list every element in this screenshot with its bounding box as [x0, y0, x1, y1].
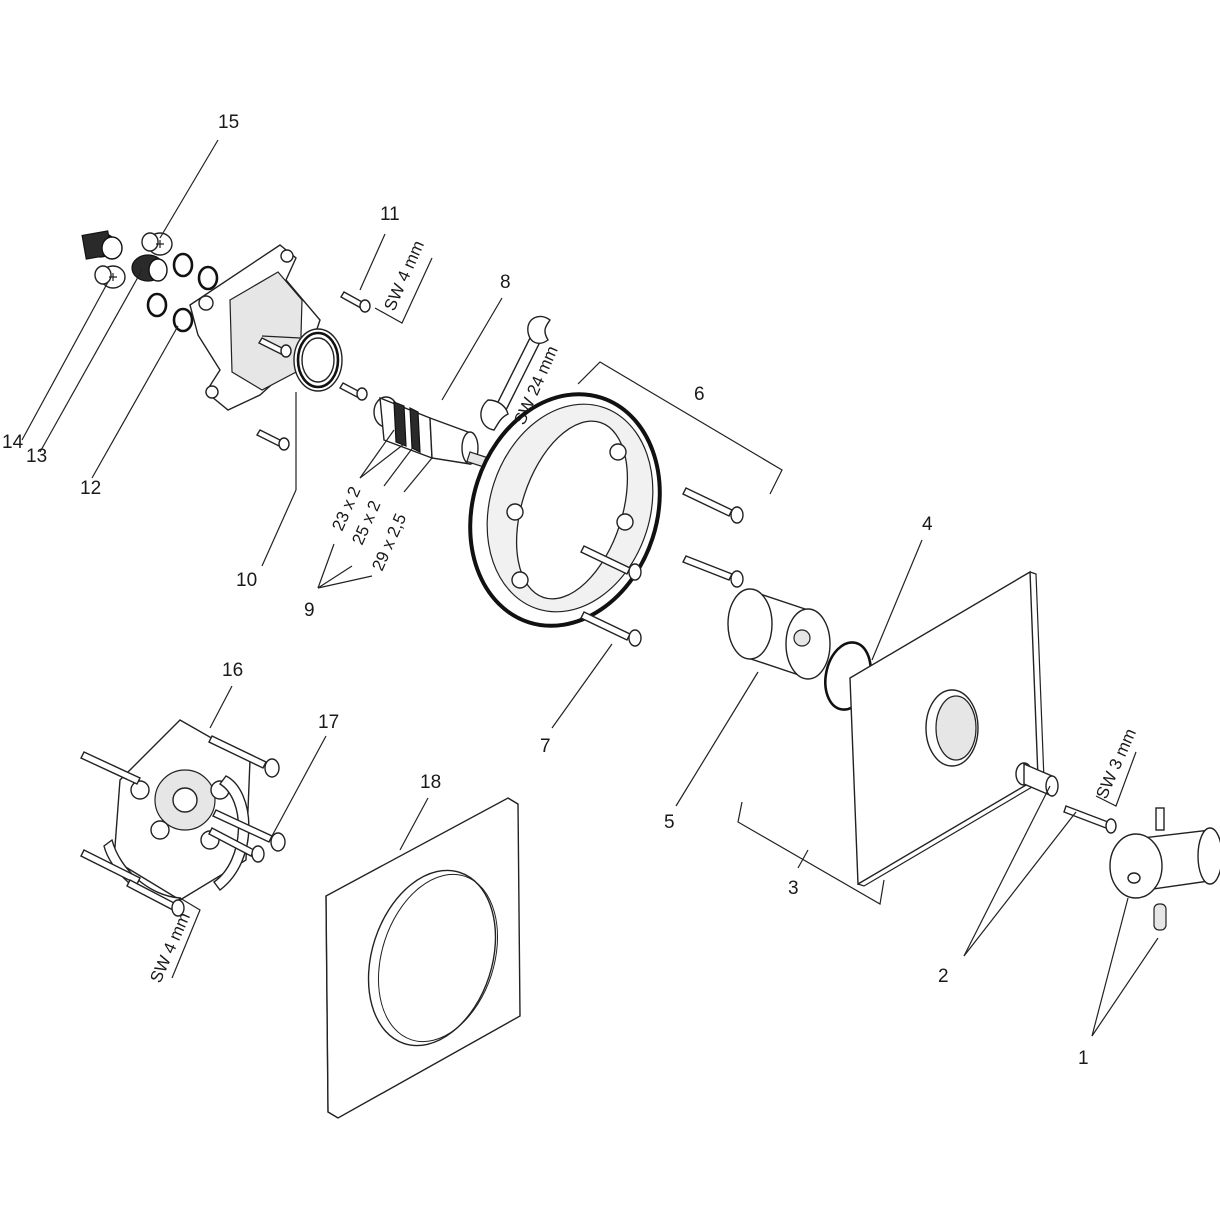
rough-in-body-16 — [103, 719, 251, 907]
label-part-11: 11 — [380, 204, 400, 225]
spindle-adapter — [1015, 762, 1059, 798]
handle-knob — [1109, 807, 1220, 931]
mounting-plate — [468, 392, 662, 628]
wrench-sw24 — [480, 315, 551, 431]
screw-7-d — [580, 611, 642, 647]
label-part-7: 7 — [540, 736, 551, 757]
screw-16-f — [126, 879, 185, 917]
screw-7-b — [682, 555, 744, 588]
label-part-17: 17 — [318, 712, 339, 733]
mixer-body — [189, 244, 343, 411]
label-hex-key-11: SW 4 mm — [380, 238, 428, 314]
label-part-12: 12 — [80, 478, 101, 499]
screw-16-c — [208, 827, 265, 863]
part-number-labels: 1 2 3 4 5 6 7 8 9 10 11 12 13 14 15 16 1… — [2, 112, 1089, 1069]
screw-7-a — [682, 487, 744, 524]
label-part-10: 10 — [236, 570, 257, 591]
label-part-18: 18 — [420, 772, 441, 793]
label-part-15: 15 — [218, 112, 239, 133]
label-part-13: 13 — [26, 446, 47, 467]
label-part-9: 9 — [304, 600, 315, 621]
screw-16-a — [208, 735, 280, 778]
thermostat-cartridge — [373, 396, 490, 469]
grub-screw-2 — [1063, 805, 1117, 834]
o-ring-small-a — [172, 252, 194, 278]
screw-body-a — [340, 291, 371, 313]
label-part-5: 5 — [664, 812, 675, 833]
screw-body-d — [258, 337, 292, 358]
valve-sleeve-lower — [94, 265, 126, 289]
leader-lines — [21, 139, 1159, 1037]
label-part-1: 1 — [1078, 1048, 1089, 1069]
hex-key-11 — [374, 257, 433, 324]
hex-key-2 — [1095, 751, 1137, 807]
label-part-3: 3 — [788, 878, 799, 899]
check-valve-dark-lower — [131, 254, 168, 282]
hex-key-16 — [171, 897, 201, 979]
cover-plate — [849, 570, 1045, 887]
label-part-16: 16 — [222, 660, 243, 681]
o-ring-small-d — [172, 307, 194, 333]
o-ring-small-c — [146, 292, 168, 318]
screw-body-c — [339, 382, 368, 401]
o-ring-small-b — [197, 265, 219, 291]
screw-16-d — [80, 751, 141, 785]
label-part-8: 8 — [500, 272, 511, 293]
label-part-6: 6 — [694, 384, 705, 405]
label-hex-key-16: SW 4 mm — [146, 910, 194, 986]
screw-7-c — [580, 545, 642, 581]
screw-body-b — [256, 429, 290, 451]
label-part-14: 14 — [2, 432, 24, 453]
valve-sleeve-upper — [141, 232, 173, 256]
check-valve-dark-upper — [81, 230, 123, 260]
label-part-4: 4 — [922, 514, 933, 535]
square-trim-18 — [325, 797, 521, 1119]
label-hex-key-2: SW 3 mm — [1092, 726, 1140, 802]
extension-sleeve — [727, 588, 831, 680]
o-ring-size-labels: 23 x 2 25 x 2 29 x 2,5 — [328, 484, 410, 574]
label-part-2: 2 — [938, 966, 949, 987]
screw-16-b — [212, 809, 286, 852]
